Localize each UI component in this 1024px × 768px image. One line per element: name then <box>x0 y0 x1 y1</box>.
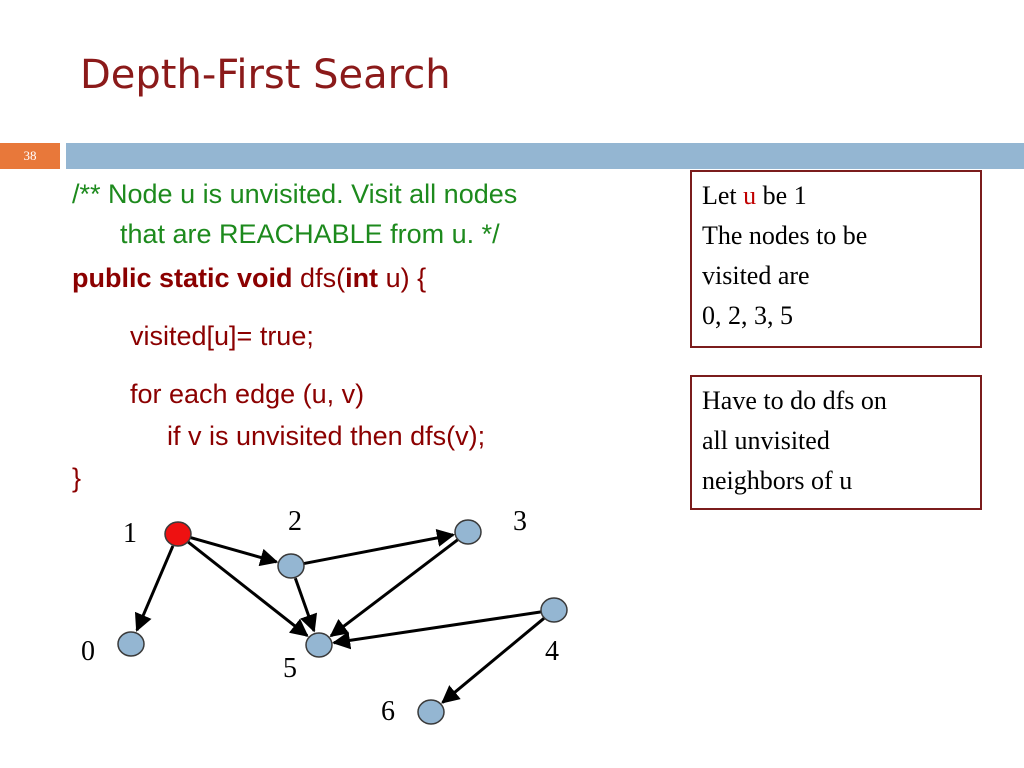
box1-line3: visited are <box>702 261 810 290</box>
code-for-line: for each edge (u, v) <box>130 379 365 409</box>
node-1 <box>164 521 192 547</box>
edge-2-5 <box>293 577 318 633</box>
code-signature: public static void dfs(int u) { <box>72 262 426 294</box>
code-close-brace: } <box>72 463 82 493</box>
edge-1-2 <box>190 536 279 567</box>
info-box-nodes-to-visit: Let u be 1 The nodes to be visited are 0… <box>690 170 982 348</box>
node-label-0: 0 <box>81 636 95 667</box>
code-keyword-int: int <box>345 263 379 293</box>
info-box-dfs-neighbors: Have to do dfs on all unvisited neighbor… <box>690 375 982 510</box>
code-visited-line: visited[u]= true; <box>130 321 314 351</box>
code-u-close: u) { <box>378 263 427 293</box>
box2-line2: all unvisited <box>702 426 830 455</box>
box2-line1: Have to do dfs on <box>702 386 887 415</box>
node-6 <box>417 699 445 725</box>
edge-2-3 <box>303 529 456 566</box>
node-0 <box>117 631 145 657</box>
edge-3-5 <box>329 538 459 638</box>
edge-4-6 <box>441 617 545 704</box>
box1-line2: The nodes to be <box>702 221 868 250</box>
node-label-4: 4 <box>545 636 559 667</box>
node-label-5: 5 <box>283 653 297 684</box>
header-bar <box>66 143 1024 169</box>
box1-line1: Let u be 1 <box>702 181 807 210</box>
node-label-6: 6 <box>381 696 395 727</box>
code-keyword-public-static-void: public static void <box>72 263 293 293</box>
slide-title: Depth-First Search <box>80 52 451 98</box>
code-if-line: if v is unvisited then dfs(v); <box>167 421 486 451</box>
node-5 <box>305 632 333 658</box>
node-3 <box>454 519 482 545</box>
node-label-1: 1 <box>123 518 137 549</box>
edge-4-5 <box>332 610 542 650</box>
node-label-2: 2 <box>288 506 302 537</box>
box1-line4: 0, 2, 3, 5 <box>702 301 793 330</box>
node-label-3: 3 <box>513 506 527 537</box>
node-2 <box>277 553 305 579</box>
highlight-u: u <box>743 181 757 210</box>
code-comment-line2: that are REACHABLE from u. */ <box>120 219 500 249</box>
code-comment-line1: /** Node u is unvisited. Visit all nodes <box>72 179 518 209</box>
box2-line3: neighbors of u <box>702 466 853 495</box>
slide-number: 38 <box>0 143 60 169</box>
code-dfs-open: dfs( <box>292 263 346 293</box>
edge-1-5 <box>187 540 309 637</box>
node-4 <box>540 597 568 623</box>
edge-1-0 <box>134 545 175 632</box>
